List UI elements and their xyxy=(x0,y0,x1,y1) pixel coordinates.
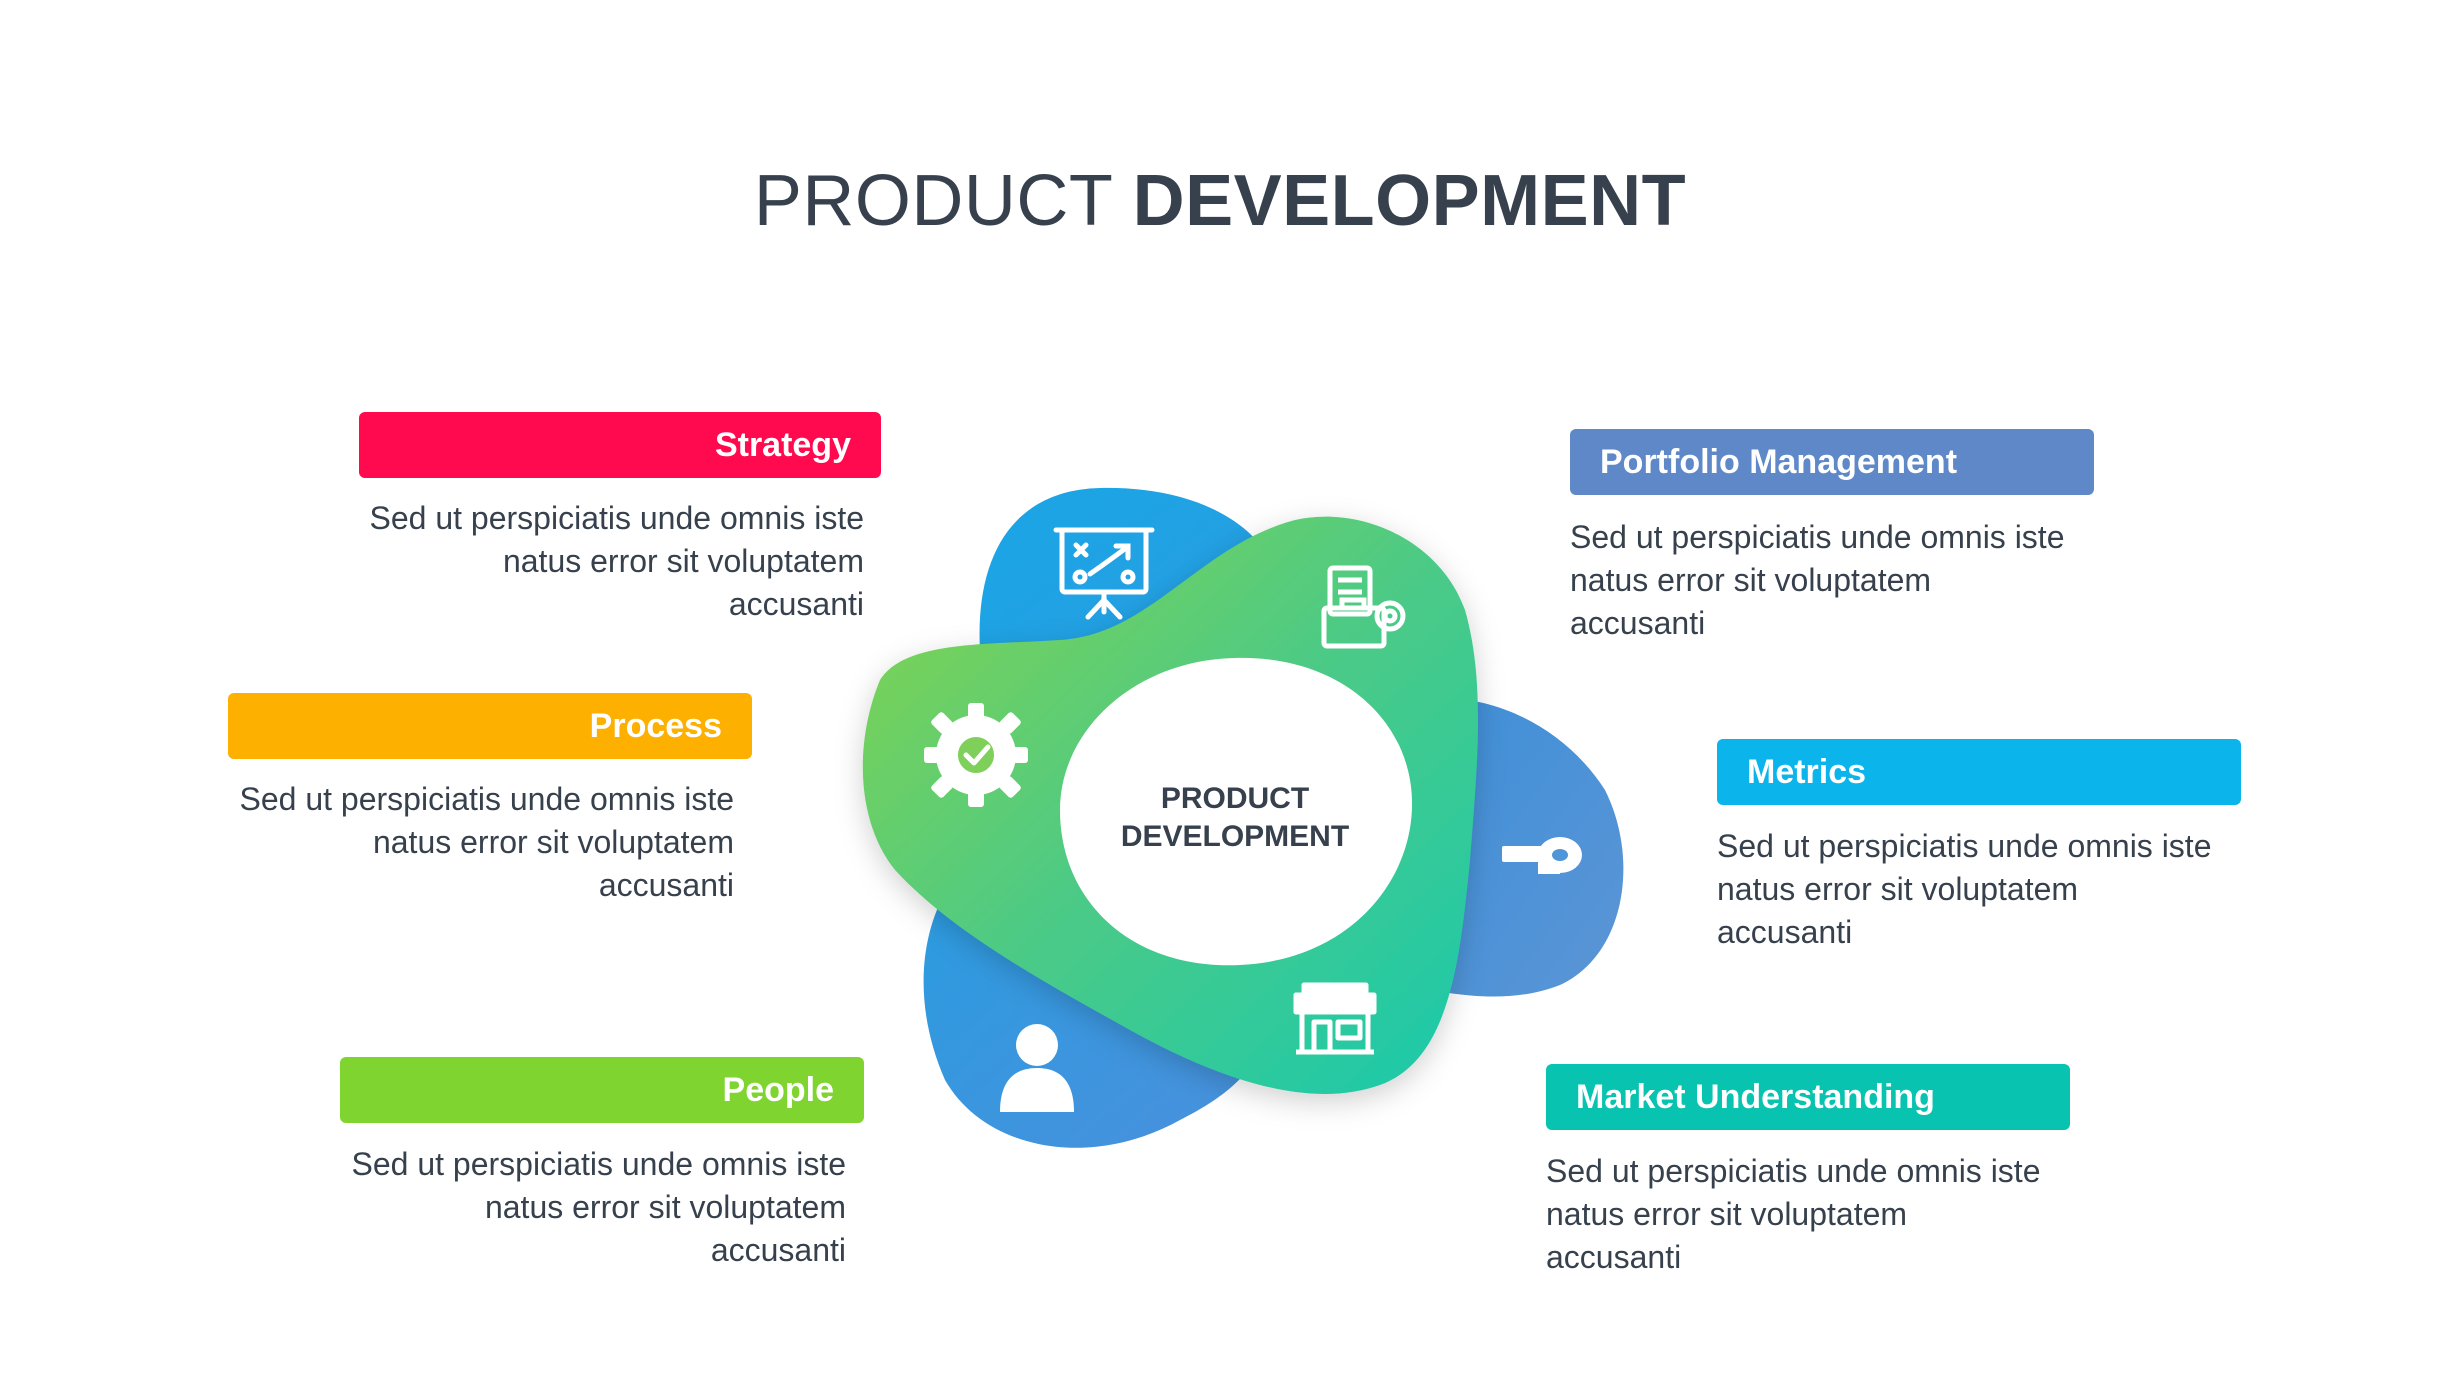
page-title: PRODUCT DEVELOPMENT xyxy=(0,160,2440,242)
desc-line: accusanti xyxy=(1546,1239,1682,1275)
desc-line: natus error sit voluptatem xyxy=(1717,871,2079,907)
desc-line: accusanti xyxy=(598,867,734,903)
desc-line: accusanti xyxy=(1717,914,1853,950)
desc-metrics: Sed ut perspiciatis unde omnis iste natu… xyxy=(1717,825,2317,954)
desc-line: Sed ut perspiciatis unde omnis iste xyxy=(1546,1153,2041,1189)
desc-market-understanding: Sed ut perspiciatis unde omnis iste natu… xyxy=(1546,1150,2146,1279)
label-metrics: Metrics xyxy=(1717,739,2241,805)
desc-portfolio-management: Sed ut perspiciatis unde omnis iste natu… xyxy=(1570,516,2170,645)
desc-line: natus error sit voluptatem xyxy=(1546,1196,1908,1232)
desc-line: natus error sit voluptatem xyxy=(502,543,864,579)
title-bold: DEVELOPMENT xyxy=(1132,161,1687,241)
center-circle xyxy=(1060,657,1413,966)
label-strategy: Strategy xyxy=(359,412,881,478)
desc-line: natus error sit voluptatem xyxy=(1570,562,1932,598)
title-light: PRODUCT xyxy=(753,161,1113,241)
desc-line: Sed ut perspiciatis unde omnis iste xyxy=(1570,519,2065,555)
desc-process: Sed ut perspiciatis unde omnis iste natu… xyxy=(210,778,734,907)
center-label-line1: PRODUCT xyxy=(1160,782,1310,815)
person-icon xyxy=(1000,1024,1074,1112)
label-portfolio-management: Portfolio Management xyxy=(1570,429,2094,495)
center-label: PRODUCT DEVELOPMENT xyxy=(1085,780,1385,856)
desc-strategy: Sed ut perspiciatis unde omnis iste natu… xyxy=(340,497,864,626)
briefcase-gear-icon xyxy=(1321,565,1406,649)
label-process: Process xyxy=(228,693,752,759)
desc-people: Sed ut perspiciatis unde omnis iste natu… xyxy=(322,1143,846,1272)
center-label-line2: DEVELOPMENT xyxy=(1120,820,1350,853)
desc-line: accusanti xyxy=(1570,605,1706,641)
desc-line: accusanti xyxy=(728,586,864,622)
desc-line: Sed ut perspiciatis unde omnis iste xyxy=(369,500,864,536)
desc-line: natus error sit voluptatem xyxy=(372,824,734,860)
desc-line: Sed ut perspiciatis unde omnis iste xyxy=(351,1146,846,1182)
presentation-board-icon xyxy=(1053,527,1155,620)
label-market-understanding: Market Understanding xyxy=(1546,1064,2070,1130)
gear-check-icon xyxy=(924,703,1028,807)
label-people: People xyxy=(340,1057,864,1123)
storefront-icon xyxy=(1293,982,1377,1055)
desc-line: accusanti xyxy=(710,1232,846,1268)
tape-measure-icon xyxy=(1502,837,1582,874)
desc-line: Sed ut perspiciatis unde omnis iste xyxy=(1717,828,2212,864)
desc-line: natus error sit voluptatem xyxy=(484,1189,846,1225)
desc-line: Sed ut perspiciatis unde omnis iste xyxy=(239,781,734,817)
